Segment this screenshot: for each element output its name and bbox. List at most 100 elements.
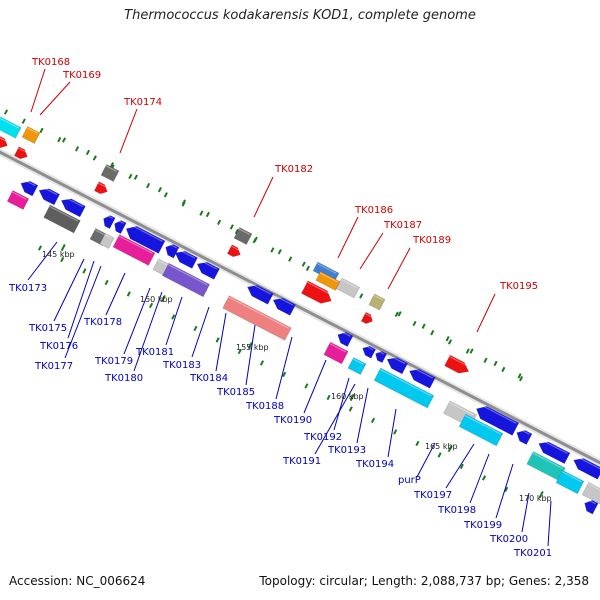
tick-mark [421, 323, 426, 329]
tick-mark [104, 279, 109, 286]
gene-label[interactable]: TK0176 [39, 341, 78, 352]
gene-label[interactable]: TK0178 [83, 317, 122, 328]
gene-feature[interactable] [571, 455, 600, 480]
tick-mark [75, 146, 80, 152]
gene-feature[interactable] [536, 438, 571, 465]
gene-feature[interactable] [93, 181, 109, 196]
gene-feature[interactable] [582, 498, 599, 515]
gene-label[interactable]: TK0201 [513, 548, 552, 559]
gene-label[interactable]: TK0177 [34, 361, 73, 372]
gene-label[interactable]: TK0184 [189, 373, 228, 384]
gene-feature[interactable] [0, 113, 22, 139]
gene-feature[interactable] [514, 427, 533, 445]
gene-feature[interactable] [368, 293, 386, 311]
gene-feature[interactable] [347, 357, 367, 375]
tick-marks [3, 109, 544, 499]
gene-feature[interactable] [315, 271, 341, 291]
tick-mark [193, 325, 198, 332]
gene-label[interactable]: TK0186 [354, 205, 393, 216]
leader-line [387, 247, 411, 290]
tick-mark [304, 383, 309, 389]
gene-label[interactable]: TK0183 [162, 360, 201, 371]
gene-label[interactable]: TK0192 [303, 432, 342, 443]
gene-feature[interactable] [99, 232, 115, 250]
gene-feature[interactable] [444, 354, 472, 377]
gene-feature[interactable] [360, 344, 377, 359]
tick-mark [445, 335, 450, 342]
gene-label[interactable]: TK0173 [8, 283, 47, 294]
gene-feature[interactable] [458, 413, 504, 447]
tick-mark [277, 249, 282, 255]
gene-feature[interactable] [335, 277, 361, 299]
gene-label[interactable]: TK0199 [463, 520, 502, 531]
gene-feature[interactable] [226, 244, 242, 259]
gene-label[interactable]: TK0193 [327, 445, 366, 456]
gene-feature[interactable] [43, 204, 81, 234]
tick-mark [481, 475, 487, 481]
gene-label[interactable]: purP [398, 475, 421, 486]
gene-label[interactable]: TK0169 [62, 70, 101, 81]
gene-feature[interactable] [581, 481, 600, 507]
gene-feature[interactable] [335, 329, 354, 347]
gene-feature[interactable] [233, 227, 253, 245]
gene-label[interactable]: TK0189 [412, 235, 451, 246]
gene-label[interactable]: TK0197 [413, 490, 452, 501]
gene-feature[interactable] [245, 282, 274, 305]
gene-feature[interactable] [13, 146, 29, 161]
gene-feature[interactable] [373, 349, 388, 364]
gene-feature[interactable] [163, 242, 180, 259]
gene-feature[interactable] [18, 178, 39, 197]
gene-labels: TK0168TK0169TK0174TK0182TK0186TK0187TK01… [8, 57, 552, 559]
gene-feature[interactable] [360, 311, 374, 325]
gene-feature[interactable] [194, 259, 220, 280]
gene-label[interactable]: TK0174 [123, 97, 162, 108]
gene-label[interactable]: TK0181 [135, 347, 174, 358]
gene-feature[interactable] [373, 367, 435, 409]
tick-mark [483, 357, 488, 363]
gene-feature[interactable] [6, 190, 30, 210]
tick-mark [60, 256, 65, 263]
gene-feature[interactable] [0, 135, 10, 150]
gene-feature[interactable] [222, 295, 292, 341]
gene-feature[interactable] [172, 248, 198, 269]
gene-feature[interactable] [161, 262, 211, 298]
gene-label[interactable]: TK0188 [245, 401, 284, 412]
tick-mark [234, 228, 239, 235]
leader-line [521, 492, 530, 533]
tick-mark [326, 394, 331, 401]
gene-label[interactable]: TK0185 [216, 387, 255, 398]
tick-mark [270, 247, 275, 253]
gene-feature[interactable] [21, 126, 41, 144]
gene-label[interactable]: TK0190 [273, 415, 312, 426]
gene-feature[interactable] [407, 366, 436, 389]
gene-label[interactable]: TK0180 [104, 373, 143, 384]
gene-label[interactable]: TK0179 [94, 356, 133, 367]
leader-line [547, 500, 552, 547]
gene-feature[interactable] [555, 469, 585, 495]
gene-feature[interactable] [301, 280, 334, 307]
gene-feature[interactable] [112, 234, 156, 266]
gene-feature[interactable] [100, 164, 120, 182]
gene-label[interactable]: TK0198 [437, 505, 476, 516]
kbp-tick [447, 444, 453, 453]
gene-feature[interactable] [36, 185, 61, 206]
gene-feature[interactable] [123, 223, 166, 254]
gene-feature[interactable] [101, 213, 116, 230]
gene-label[interactable]: TK0191 [282, 456, 321, 467]
gene-label[interactable]: TK0195 [499, 281, 538, 292]
gene-feature[interactable] [384, 354, 409, 375]
gene-label[interactable]: TK0187 [383, 220, 422, 231]
gene-feature[interactable] [59, 195, 86, 218]
gene-label[interactable]: TK0168 [31, 57, 70, 68]
gene-feature[interactable] [323, 341, 349, 365]
gene-feature[interactable] [270, 295, 296, 316]
leader-line [333, 377, 350, 431]
gene-label[interactable]: TK0175 [28, 323, 67, 334]
gene-label[interactable]: TK0194 [355, 459, 394, 470]
gene-label[interactable]: TK0200 [489, 534, 528, 545]
tick-mark [199, 210, 204, 216]
gene-label[interactable]: TK0182 [274, 164, 313, 175]
gene-feature[interactable] [112, 218, 127, 235]
gene-feature[interactable] [473, 403, 520, 436]
